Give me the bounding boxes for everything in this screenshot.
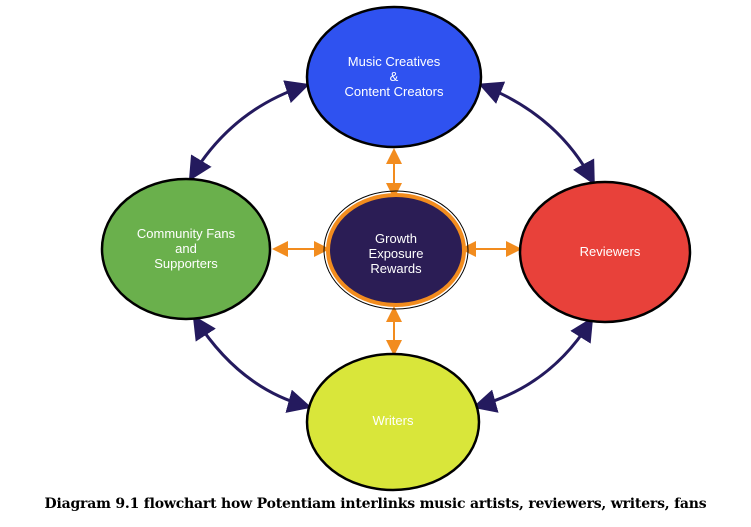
node-growth-line1: Growth xyxy=(375,231,417,246)
node-reviewers-label: Reviewers xyxy=(580,244,641,259)
node-music-creatives-line2: & xyxy=(390,69,399,84)
diagram-caption: Diagram 9.1 flowchart how Potentiam inte… xyxy=(44,496,707,512)
node-growth-line3: Rewards xyxy=(370,261,422,276)
arrow-top-left xyxy=(188,80,310,182)
arrow-left-bottom xyxy=(192,314,312,413)
node-music-creatives: Music Creatives & Content Creators xyxy=(305,5,483,149)
node-community-fans-line3: Supporters xyxy=(154,256,218,271)
node-music-creatives-line3: Content Creators xyxy=(345,84,444,99)
node-community-fans-line2: and xyxy=(175,241,197,256)
node-growth-center: Growth Exposure Rewards xyxy=(323,190,469,310)
node-community-fans: Community Fans and Supporters xyxy=(100,177,272,321)
node-community-fans-line1: Community Fans xyxy=(137,226,236,241)
node-music-creatives-line1: Music Creatives xyxy=(348,54,441,69)
node-growth-line2: Exposure xyxy=(369,246,424,261)
node-writers-label: Writers xyxy=(373,413,414,428)
node-writers: Writers xyxy=(305,352,481,492)
node-reviewers: Reviewers xyxy=(518,180,692,324)
arrow-right-bottom xyxy=(472,316,594,413)
arrow-top-right xyxy=(478,81,595,186)
